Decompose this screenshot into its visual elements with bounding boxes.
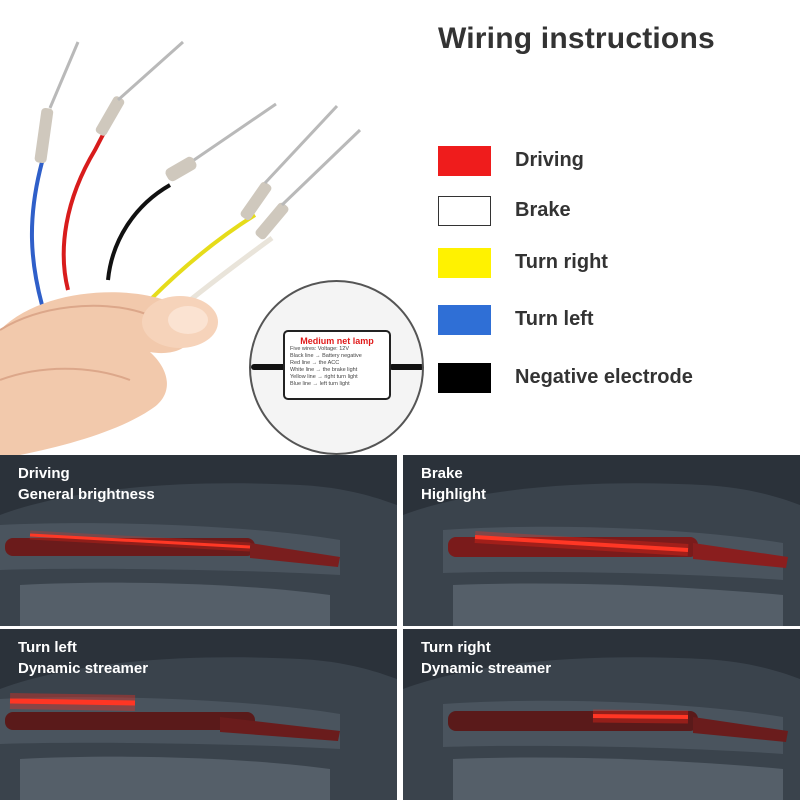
mode-name: Brake [421,465,463,482]
wiring-section: Medium net lamp Five wires: Voltage: 12V… [0,22,778,455]
mode-name: Driving [18,465,70,482]
legend-swatch [438,363,491,393]
car-rear-image [0,657,397,800]
hand-holding-wires-image [0,40,362,455]
mode-name: Turn right [421,639,491,656]
car-rear-image [403,483,800,626]
legend-swatch [438,146,491,176]
module-line: Red line → the ACC [290,360,340,366]
legend-label: Negative electrode [515,366,693,388]
legend-swatch [438,305,491,335]
module-cable-left [251,364,287,370]
mode-name: Turn left [18,639,77,656]
mode-description: Highlight [421,486,486,503]
mode-panel-brake: Brake Highlight [403,455,800,626]
control-module-image: Medium net lamp Five wires: Voltage: 12V… [249,280,424,455]
legend-item-negative-electrode: Negative electrode [438,363,778,395]
module-line: Black line → Battery negative [290,353,362,359]
legend-swatch [438,196,491,226]
mode-description: Dynamic streamer [421,660,552,677]
legend-label: Brake [515,199,571,221]
module-line: White line → the brake light [290,367,358,373]
module-line: Five wires: Voltage: 12V [290,346,350,352]
module-cable-right [389,364,422,370]
module-line: Blue line → left turn light [290,381,350,387]
legend-label: Turn left [515,308,594,330]
mode-panel-driving: Driving General brightness [0,455,397,626]
mode-panel-turn-left: Turn left Dynamic streamer [0,629,397,800]
module-label: Medium net lamp Five wires: Voltage: 12V… [283,330,391,400]
module-title: Medium net lamp [300,336,374,346]
legend-label: Turn right [515,251,608,273]
mode-panel-turn-right: Turn right Dynamic streamer [403,629,800,800]
legend-label: Driving [515,149,584,171]
legend-item-turn-left: Turn left [438,305,778,337]
legend-item-turn-right: Turn right [438,248,778,280]
car-rear-image [403,657,800,800]
legend-item-brake: Brake [438,196,778,228]
mode-description: Dynamic streamer [18,660,149,677]
legend-item-driving: Driving [438,146,778,178]
light-modes-grid: Driving General brightness Brake Highlig… [0,455,800,800]
mode-description: General brightness [18,486,155,503]
car-rear-image [0,483,397,626]
legend-swatch [438,248,491,278]
page-title: Wiring instructions [438,22,715,55]
module-line: Yellow line → right turn light [290,374,358,380]
